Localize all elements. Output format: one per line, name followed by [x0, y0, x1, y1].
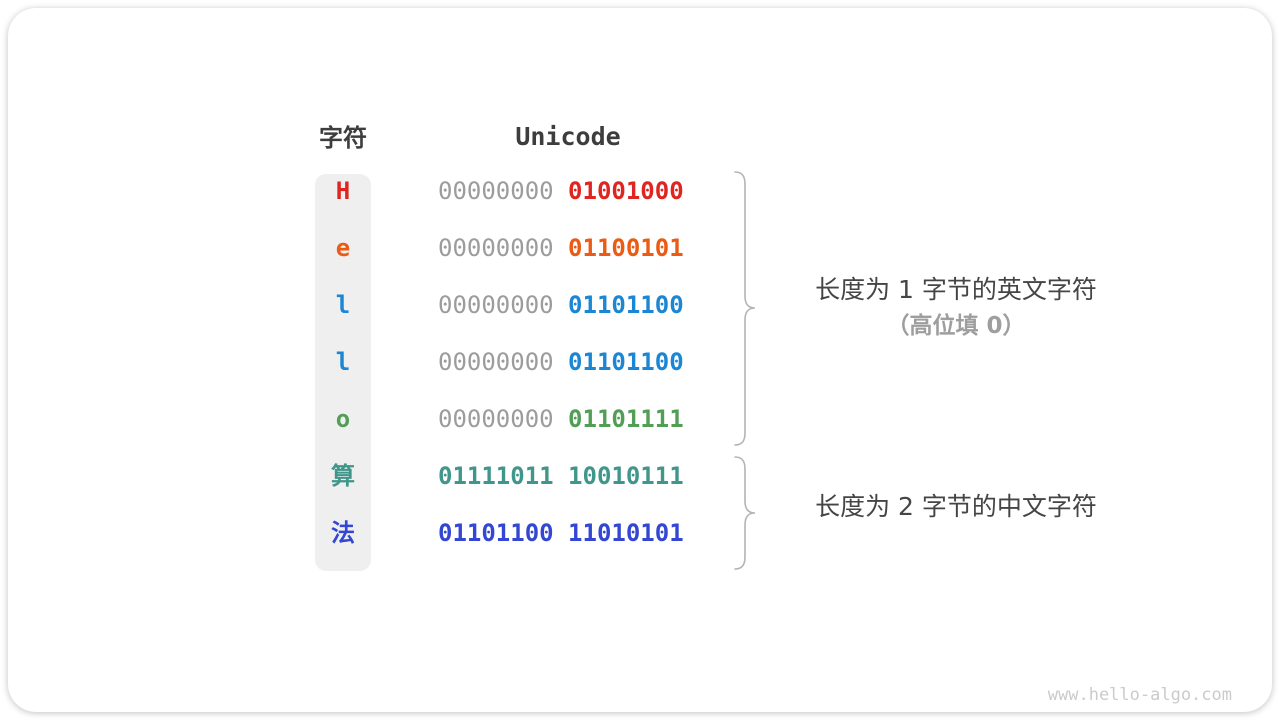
- low-byte: 01100101: [568, 234, 684, 262]
- character-cell: H: [335, 177, 351, 205]
- column-header-unicode: Unicode: [515, 122, 621, 151]
- character-cell: o: [335, 405, 351, 433]
- high-byte: 00000000: [438, 348, 554, 376]
- high-byte: 00000000: [438, 405, 554, 433]
- unicode-binary-line: 00000000 01101111: [438, 404, 684, 434]
- unicode-binary-line: 00000000 01100101: [438, 233, 684, 263]
- unicode-binary-line: 01101100 11010101: [438, 518, 684, 548]
- character-column-background: [315, 174, 371, 571]
- unicode-binary-line: 00000000 01101100: [438, 347, 684, 377]
- high-byte: 00000000: [438, 291, 554, 319]
- low-byte: 01101100: [568, 348, 684, 376]
- high-byte: 00000000: [438, 177, 554, 205]
- high-byte: 01101100: [438, 519, 554, 547]
- high-byte: 01111011: [438, 462, 554, 490]
- low-byte: 01101100: [568, 291, 684, 319]
- curly-brace-english-group-icon: [734, 171, 756, 446]
- curly-brace-chinese-group-icon: [734, 456, 756, 570]
- low-byte: 01101111: [568, 405, 684, 433]
- low-byte: 10010111: [568, 462, 684, 490]
- low-byte: 11010101: [568, 519, 684, 547]
- annotation-english-line1: 长度为 1 字节的英文字符: [815, 275, 1097, 304]
- watermark-url: www.hello-algo.com: [1047, 685, 1232, 705]
- character-cell: l: [335, 291, 351, 319]
- character-cell: 法: [331, 519, 355, 547]
- annotation-chinese-line1: 长度为 2 字节的中文字符: [815, 492, 1097, 521]
- high-byte: 00000000: [438, 234, 554, 262]
- unicode-binary-line: 00000000 01101100: [438, 290, 684, 320]
- column-header-character: 字符: [319, 124, 367, 152]
- low-byte: 01001000: [568, 177, 684, 205]
- unicode-binary-line: 00000000 01001000: [438, 176, 684, 206]
- unicode-binary-line: 01111011 10010111: [438, 461, 684, 491]
- annotation-english-line2: （高位填 0）: [886, 313, 1026, 339]
- character-cell: l: [335, 348, 351, 376]
- character-cell: e: [335, 234, 351, 262]
- character-cell: 算: [331, 462, 355, 490]
- diagram-card: 字符 Unicode H 00000000 01001000 e 00000000 0…: [8, 8, 1272, 712]
